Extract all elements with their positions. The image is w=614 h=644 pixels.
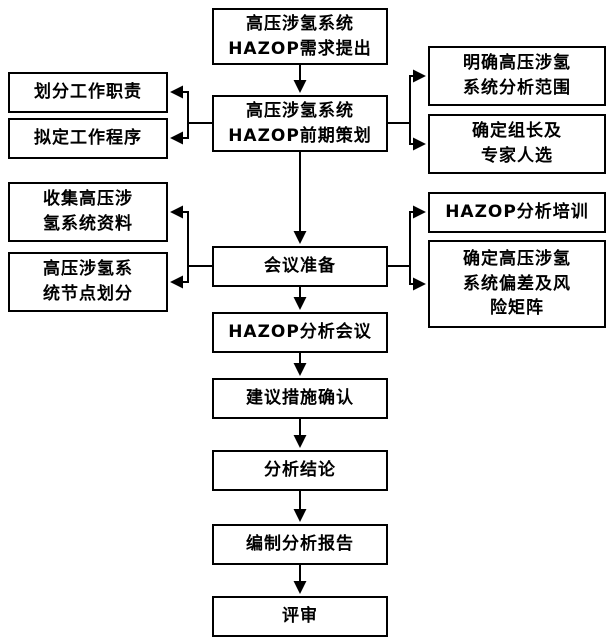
node-analysis-report: 编制分析报告 [212,524,388,565]
node-deviation-risk-matrix: 确定高压涉氢 系统偏差及风 险矩阵 [428,240,606,328]
node-analysis-scope: 明确高压涉氢 系统分析范围 [428,46,606,106]
node-review: 评审 [212,596,388,637]
node-collect-data: 收集高压涉 氢系统资料 [8,182,168,242]
node-node-division: 高压涉氢系 统节点划分 [8,252,168,312]
node-work-procedure: 拟定工作程序 [8,118,168,159]
node-hazop-meeting: HAZOP分析会议 [212,312,388,353]
node-work-duties: 划分工作职责 [8,72,168,113]
node-meeting-preparation: 会议准备 [212,246,388,287]
node-hazop-training: HAZOP分析培训 [428,192,606,233]
node-team-leader-experts: 确定组长及 专家人选 [428,114,606,174]
node-measures-confirmation: 建议措施确认 [212,378,388,419]
node-analysis-conclusion: 分析结论 [212,450,388,491]
node-hazop-planning: 高压涉氢系统 HAZOP前期策划 [212,95,388,152]
node-hazop-requirement: 高压涉氢系统 HAZOP需求提出 [212,8,388,65]
